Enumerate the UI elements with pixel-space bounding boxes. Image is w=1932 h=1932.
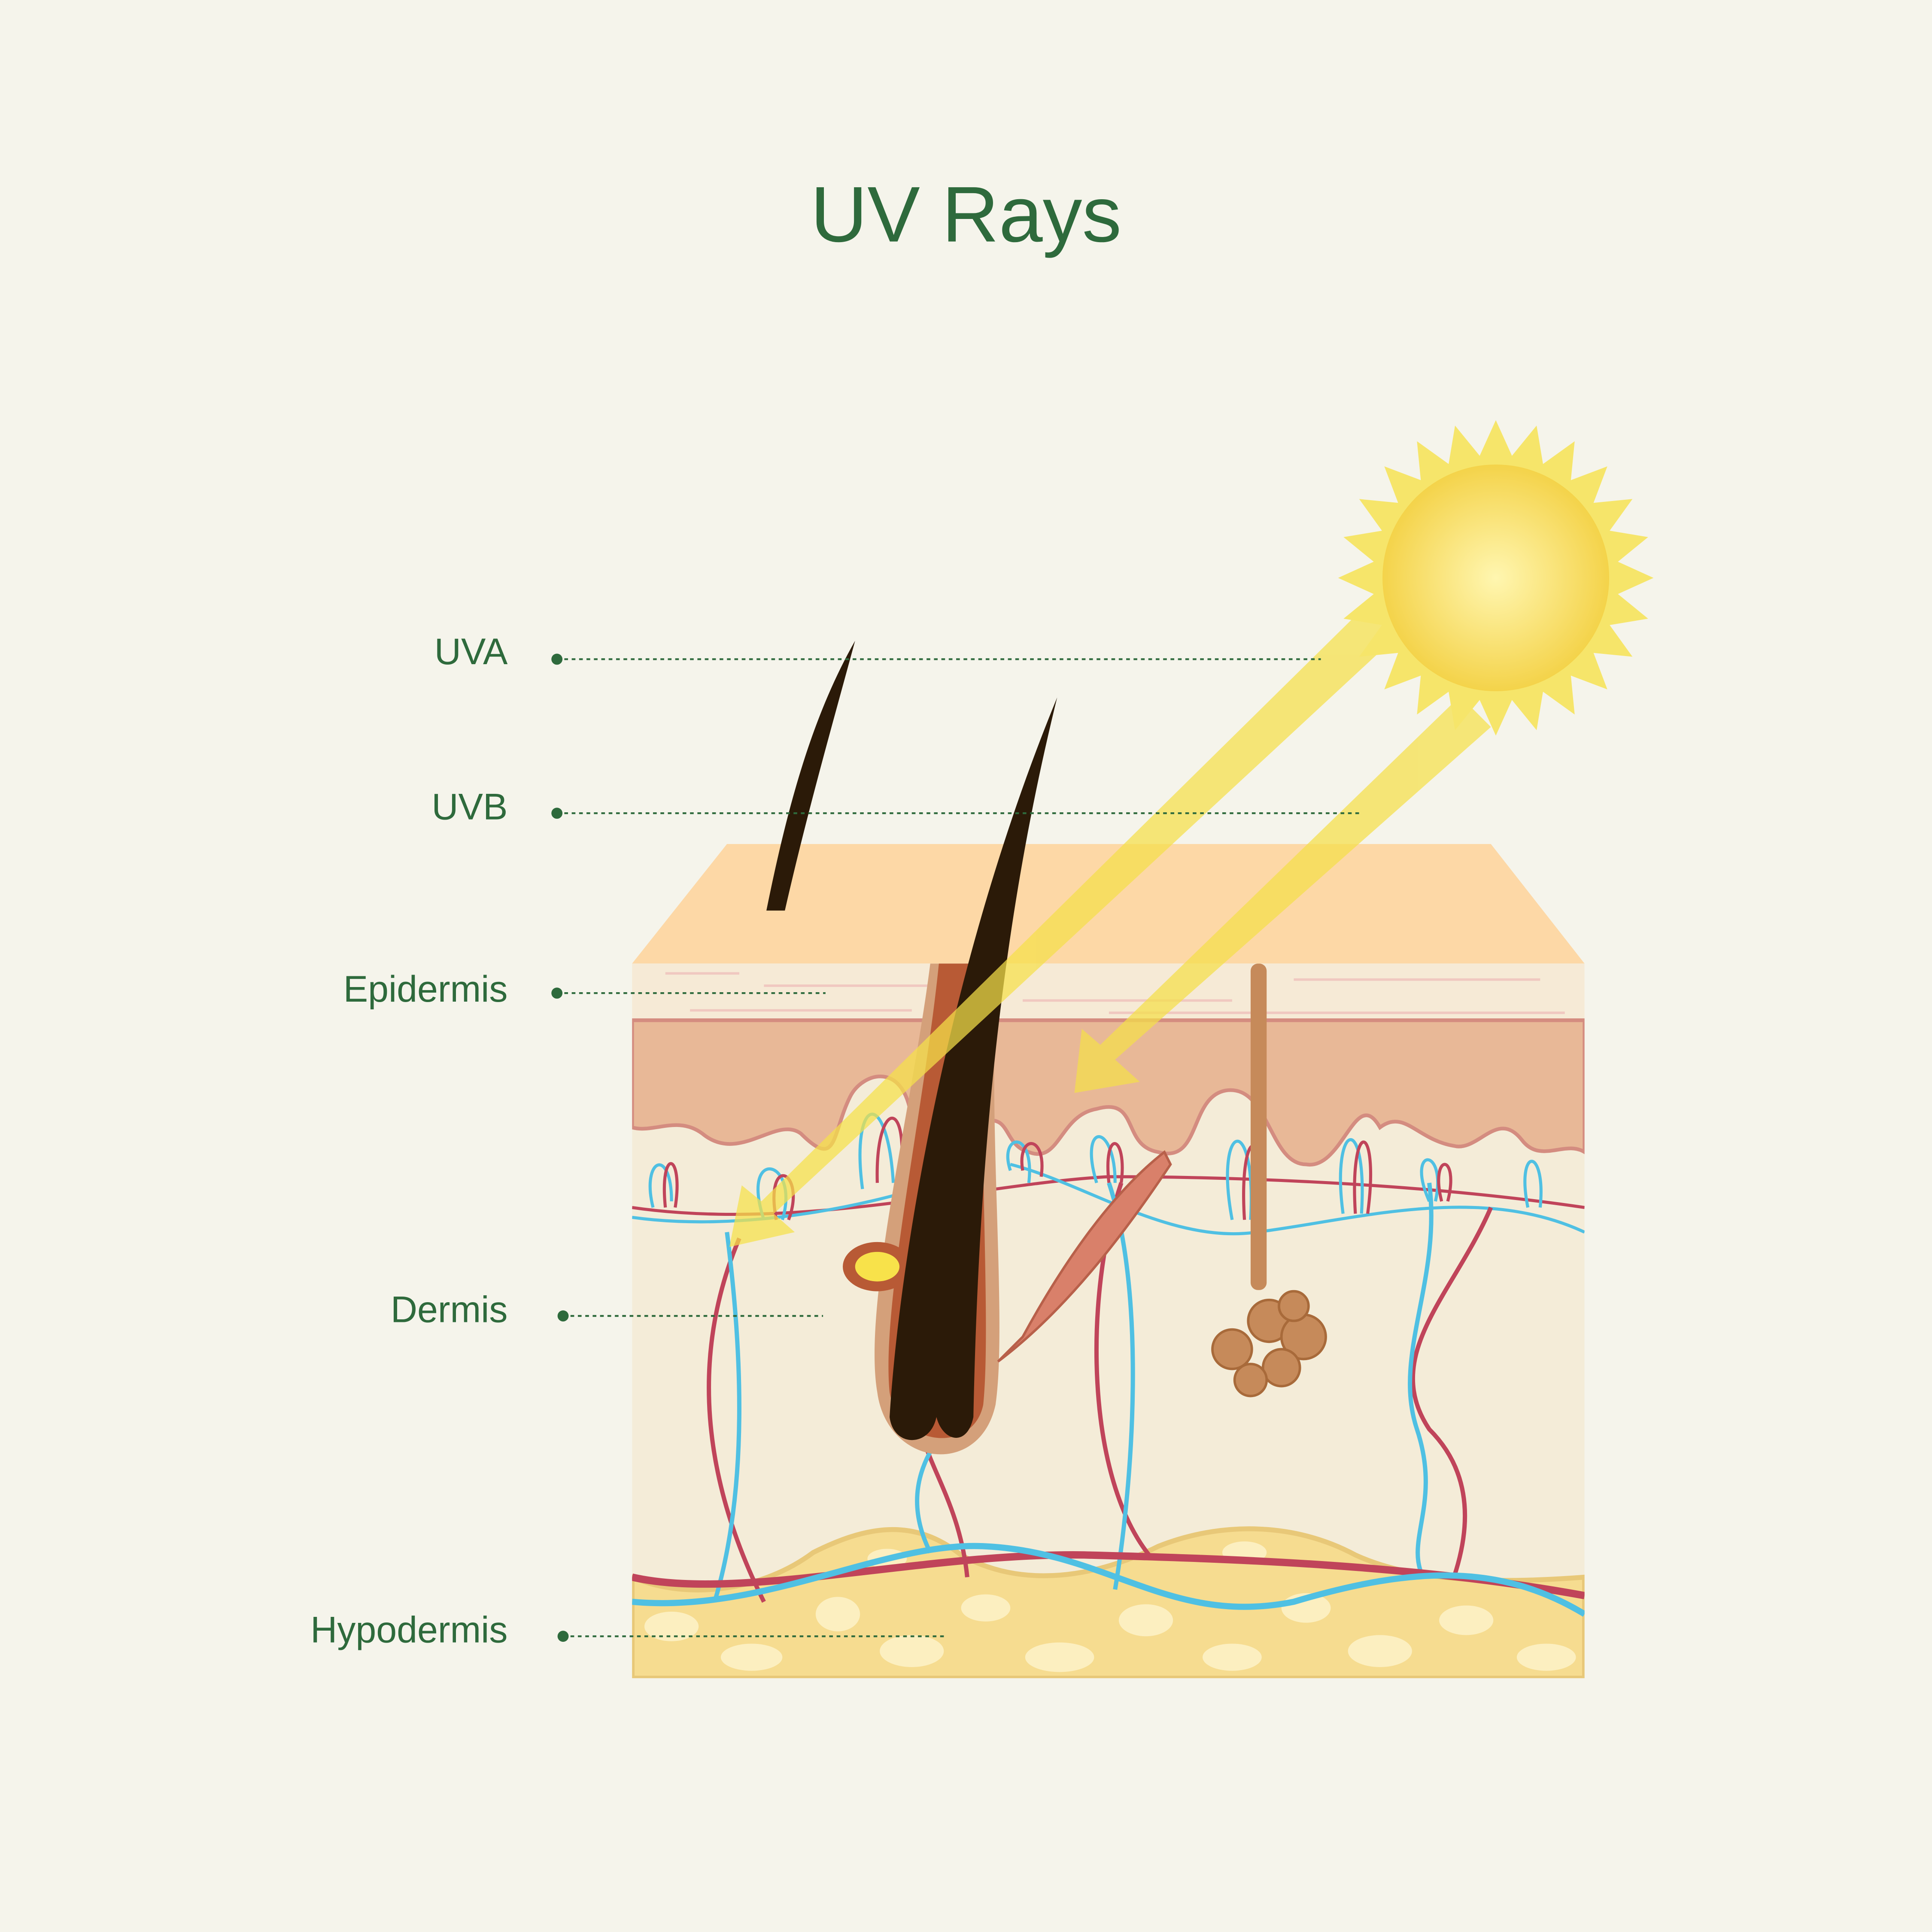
sweat-duct (1250, 963, 1267, 1290)
layer-labels: UVA UVB Epidermis Dermis Hypodermis (310, 631, 1362, 1651)
sebaceous-gland (855, 1252, 900, 1282)
label-hypodermis: Hypodermis (310, 1610, 947, 1651)
arrector-pili-muscle (997, 1150, 1172, 1363)
svg-text:Epidermis: Epidermis (343, 969, 508, 1010)
page-title: UV Rays (811, 170, 1122, 258)
skin-cross-section (632, 641, 1585, 1678)
label-uva: UVA (434, 631, 1321, 672)
label-dermis: Dermis (391, 1289, 823, 1330)
sweat-gland (1211, 1290, 1327, 1397)
sun-icon (1338, 420, 1654, 736)
svg-text:UVA: UVA (434, 631, 508, 672)
uva-arrow (729, 604, 1399, 1247)
label-uvb: UVB (431, 786, 1362, 827)
corneum-streaks (665, 972, 1565, 1014)
uv-arrows (729, 604, 1491, 1247)
svg-text:Dermis: Dermis (391, 1289, 508, 1330)
hair-short (766, 641, 855, 911)
label-epidermis: Epidermis (343, 969, 826, 1010)
hair-long (890, 697, 1057, 1440)
svg-text:Hypodermis: Hypodermis (310, 1610, 507, 1651)
uvb-arrow (1074, 696, 1491, 1093)
skin-surface (632, 844, 1585, 964)
svg-text:UVB: UVB (431, 786, 507, 827)
fat-cells (644, 1541, 1576, 1672)
